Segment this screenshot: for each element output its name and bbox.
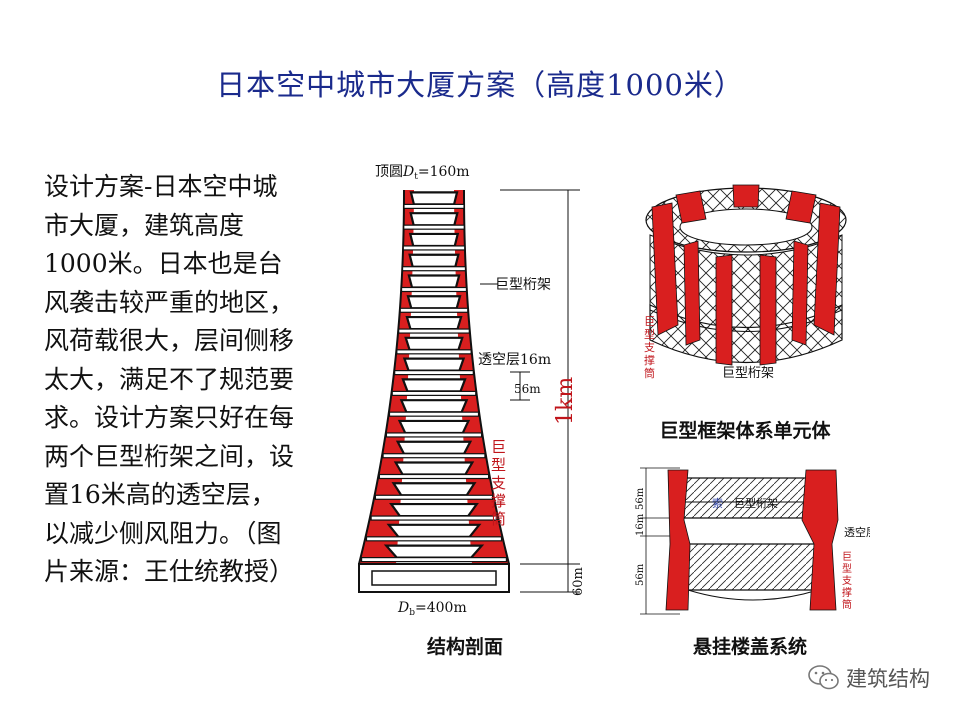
truss-level (408, 253, 460, 268)
watermark-text: 建筑结构 (846, 667, 930, 691)
wechat-icon (808, 665, 839, 690)
label-void-layer: 透空层 (844, 525, 870, 539)
label-16m: 16m (635, 513, 646, 536)
mega-truss-levels (360, 191, 508, 563)
truss-level (393, 461, 475, 476)
tower-outline (358, 189, 510, 565)
truss-level (397, 419, 471, 435)
truss-floor-band (378, 473, 490, 480)
truss-floor-band (398, 328, 470, 334)
truss-level (404, 336, 464, 351)
label-mega-truss: 巨型桁架 (722, 366, 774, 381)
truss-level (409, 191, 459, 206)
svg-text:支: 支 (491, 474, 506, 492)
truss-floor-band (396, 349, 472, 355)
caption-suspended-floor-system: 悬挂楼盖系统 (692, 636, 807, 658)
truss-floor-band (385, 432, 483, 438)
mega-support-tubes (665, 469, 839, 611)
svg-text:型: 型 (644, 327, 655, 341)
svg-text:型: 型 (842, 562, 852, 575)
svg-text:支: 支 (644, 341, 655, 354)
svg-text:撑: 撑 (842, 586, 852, 599)
truss-level (406, 295, 462, 310)
structure-section-diagram: 顶圆Dt=160m 巨型桁架 透空层16m 56m 1km 巨 型 支 撑 筒 … (358, 164, 586, 618)
svg-text:筒: 筒 (842, 598, 852, 611)
tower-edge-left (358, 189, 405, 565)
truss-floor-band (401, 266, 467, 272)
truss-level (409, 212, 459, 227)
truss-floor-band (382, 453, 486, 459)
svg-text:支: 支 (842, 575, 852, 587)
label-mega-support-tube: 巨 型 支 撑 筒 (842, 551, 852, 611)
truss-level (399, 399, 469, 414)
truss-level (405, 315, 463, 331)
tower-edge-right (463, 189, 510, 565)
truss-level (395, 440, 473, 455)
truss-level (401, 378, 467, 393)
truss-level (386, 523, 482, 538)
tower-base (358, 563, 510, 593)
truss-floor-band (394, 370, 474, 376)
truss-floor-band (374, 494, 494, 500)
label-mega-support-tube: 巨 型 支 撑 筒 (644, 315, 655, 380)
watermark: 建筑结构 (808, 660, 930, 696)
svg-text:巨: 巨 (644, 315, 655, 328)
truss-level (402, 357, 466, 372)
label-56m-top: 56m (635, 487, 646, 510)
svg-text:撑: 撑 (491, 492, 506, 510)
truss-level (407, 274, 461, 289)
truss-floor-band (403, 224, 465, 230)
truss-floor-band (403, 203, 465, 209)
body-paragraph: 设计方案-日本空中城市大厦，建筑高度1000米。日本也是台风袭击较严重的地区，风… (44, 172, 295, 586)
caption-structure-section: 结构剖面 (426, 636, 503, 658)
truss-level (408, 232, 460, 248)
mega-support-columns (651, 184, 841, 366)
svg-text:筒: 筒 (491, 510, 506, 528)
slide-title: 日本空中城市大厦方案（高度1000米） (216, 68, 744, 102)
label-void-layer: 透空层16m (478, 352, 551, 368)
truss-level (383, 544, 485, 559)
svg-text:撑: 撑 (644, 353, 655, 367)
label-60m: 60m (571, 567, 586, 596)
label-56m-bottom: 56m (635, 563, 646, 586)
label-1km: 1km (553, 377, 578, 425)
truss-floor-band (360, 557, 508, 563)
truss-floor-band (402, 245, 466, 251)
truss-floor-band (399, 307, 469, 313)
svg-text:巨: 巨 (491, 438, 506, 456)
truss-floor-band (370, 515, 498, 521)
label-mega-truss: 巨型桁架 (734, 496, 778, 510)
top-diameter-label: 顶圆Dt=160m (375, 164, 470, 182)
truss-floor-band (365, 536, 503, 542)
truss-floor-band (388, 411, 480, 417)
svg-text:筒: 筒 (644, 366, 655, 380)
suspended-floor-system-diagram: 56m 16m 56m 索 巨型桁架 透空层 巨 型 支 撑 筒 (635, 467, 870, 615)
truss-floor-band (391, 390, 477, 396)
truss-level (391, 482, 477, 497)
truss-floor-band (400, 286, 468, 293)
mega-frame-unit-diagram: 巨 型 支 撑 筒 巨型桁架 (644, 184, 847, 381)
height-dimension-line (510, 189, 580, 593)
caption-mega-frame-unit: 巨型框架体系单元体 (659, 420, 831, 442)
bottom-diameter-label: Db=400m (397, 600, 467, 618)
label-56m: 56m (514, 382, 541, 396)
truss-level (389, 502, 479, 518)
label-cable: 索 (712, 496, 723, 510)
label-mega-truss: 巨型桁架 (495, 277, 551, 293)
svg-text:型: 型 (491, 456, 506, 474)
label-mega-support-tube: 巨 型 支 撑 筒 (491, 438, 506, 528)
svg-text:巨: 巨 (842, 551, 852, 563)
lower-floor-frame (681, 543, 825, 601)
